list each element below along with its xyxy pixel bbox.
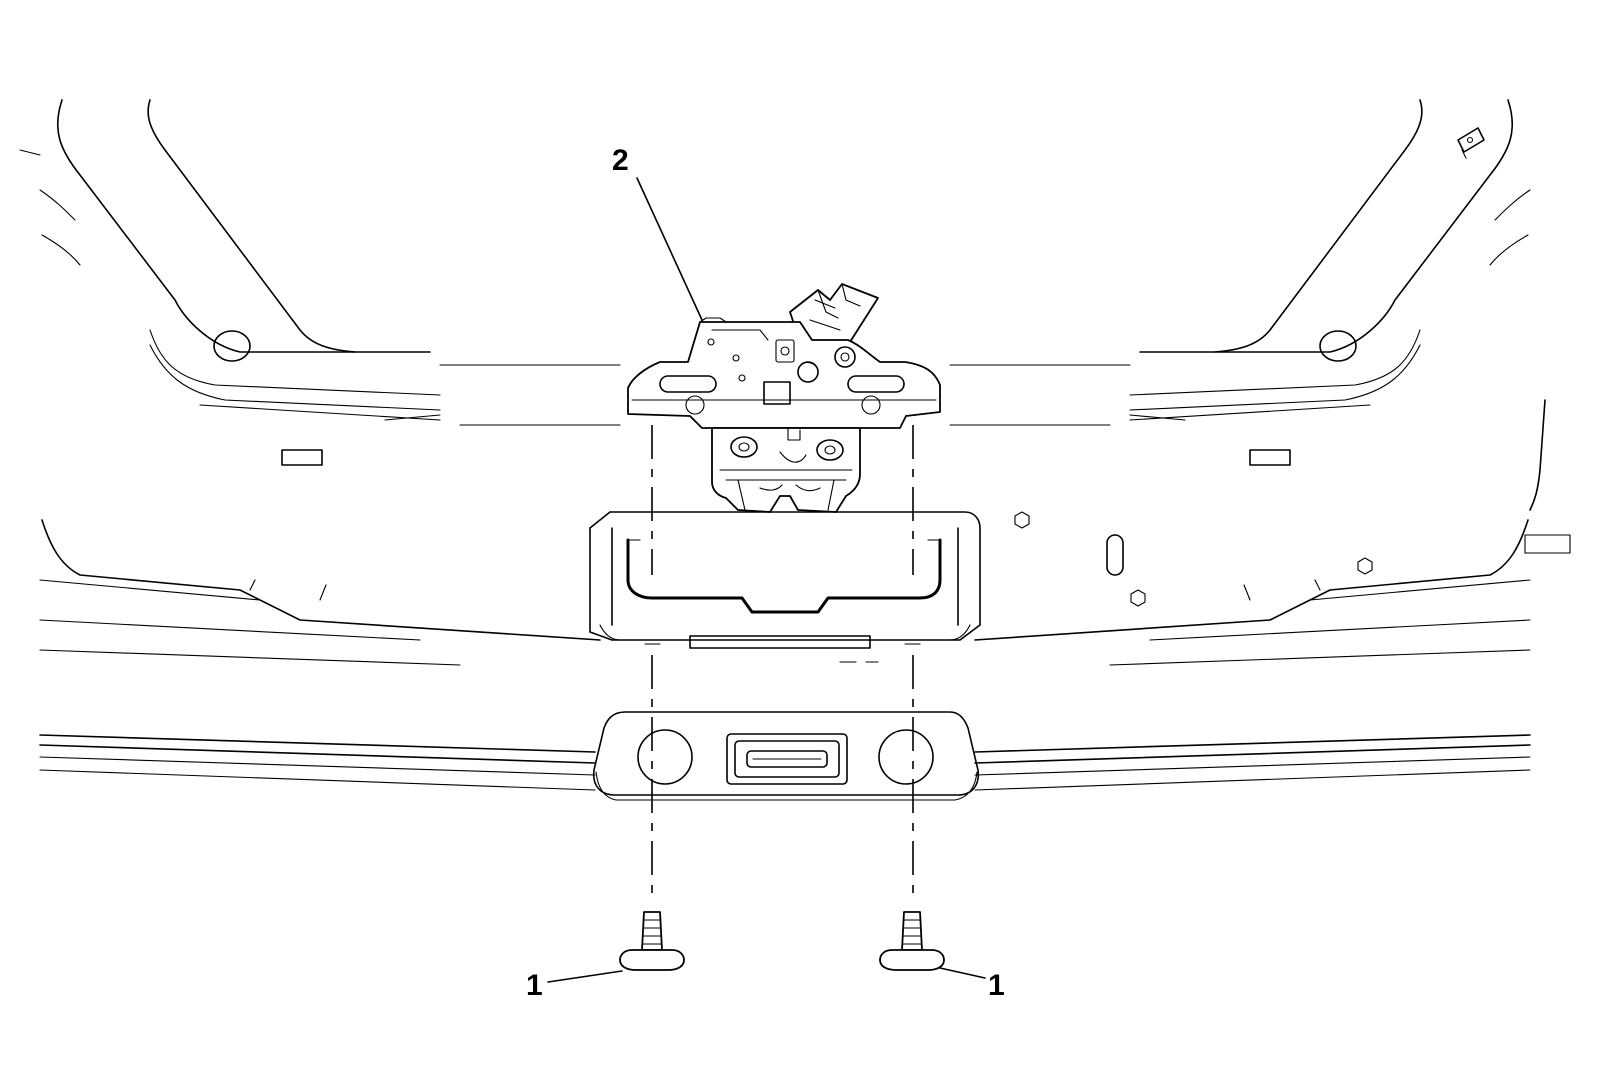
- clip-icon: [1457, 127, 1485, 159]
- latch-bolt-right: [879, 911, 945, 971]
- callout-leaders: [547, 177, 986, 983]
- left-grommet: [213, 330, 251, 362]
- left-bumper-tab: [281, 449, 323, 466]
- hex-fastener-1: [1014, 511, 1030, 529]
- body-slot: [1106, 534, 1124, 576]
- trunk-lid-latch: [627, 283, 941, 513]
- latch-slot-left: [659, 375, 717, 393]
- callout-screw-left: 1: [526, 969, 543, 1002]
- callout-screw-right: 1: [988, 969, 1005, 1002]
- right-lamp-hole: [878, 729, 934, 785]
- license-lamp-recess: [39, 711, 1531, 801]
- release-switch: [726, 733, 848, 785]
- leader-latch: [636, 177, 703, 321]
- right-bumper-tab: [1249, 449, 1291, 466]
- right-grommet: [1319, 330, 1357, 362]
- left-lamp-hole: [637, 729, 693, 785]
- callout-latch: 2: [612, 144, 629, 177]
- rear-body-panel: [39, 399, 1571, 666]
- alignment-centerlines: [651, 425, 914, 900]
- hex-fastener-2: [1130, 589, 1146, 607]
- trunk-lid-outline: [19, 99, 1531, 466]
- bracket-slot: [689, 635, 871, 649]
- hex-fastener-3: [1357, 557, 1373, 575]
- leader-screw-left: [547, 970, 623, 983]
- latch-bolt-left: [619, 911, 685, 971]
- latch-square-boss: [763, 381, 791, 405]
- latch-slot-right: [847, 375, 905, 393]
- latch-mounting-bracket: [589, 511, 981, 649]
- leader-screw-right: [939, 967, 986, 979]
